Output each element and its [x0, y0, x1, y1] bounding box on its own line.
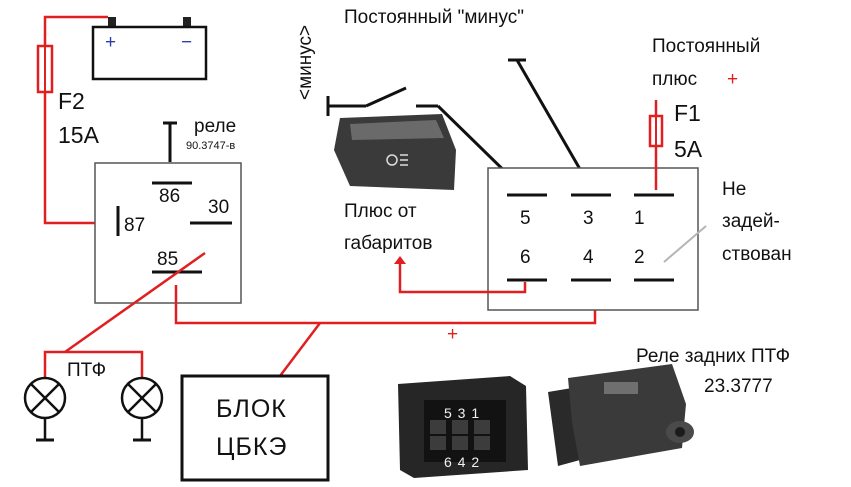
not-used-line3: ствован: [722, 244, 792, 265]
side-lights-wire: [394, 256, 527, 294]
switch-symbol: [326, 86, 438, 116]
f2-rating: 15А: [58, 122, 99, 148]
battery-plus-sign: +: [105, 32, 117, 53]
constant-plus-sign: +: [727, 69, 739, 90]
relay-pin-87: 87: [124, 215, 146, 236]
fog-switch-button: [334, 114, 456, 190]
relay-model: 90.3747-в: [186, 140, 236, 152]
constant-minus-label: Постоянный "минус": [344, 7, 525, 28]
constant-plus-line2: плюс: [652, 69, 698, 90]
connector-6pin: [487, 167, 699, 311]
minus-vertical-label: <минус>: [295, 24, 316, 100]
constant-plus-line1: Постоянный: [652, 36, 761, 57]
not-used-line1: Не: [722, 179, 747, 200]
connector-pin-3: 3: [583, 208, 594, 229]
relay-connector-photo: [398, 376, 528, 478]
connector-pin-2: 2: [634, 247, 645, 268]
rear-relay-model: 23.3777: [704, 376, 773, 397]
ptf-label: ПТФ: [67, 360, 107, 381]
f1-rating: 5А: [674, 136, 703, 162]
plus-from-line2: габаритов: [344, 233, 433, 254]
block-label-line1: БЛОК: [216, 395, 287, 423]
unused-pin-pointer: [663, 225, 707, 263]
photo-pins-top: 5 3 1: [444, 405, 481, 421]
battery: [91, 17, 208, 81]
f1-label: F1: [674, 100, 701, 126]
relay-pin-85: 85: [157, 249, 179, 270]
f1-fuse-wire: [648, 100, 664, 190]
plus-from-line1: Плюс от: [344, 201, 417, 222]
connector-pin-1: 1: [634, 208, 645, 229]
relay-label: реле: [194, 116, 237, 137]
bus-plus-sign: +: [447, 324, 459, 345]
block-cbke-frame: [180, 374, 330, 482]
not-used-line2: задей-: [722, 211, 780, 232]
battery-minus-sign: −: [181, 32, 193, 53]
connector-pin-6: 6: [520, 247, 531, 268]
lamp-right: [120, 376, 164, 442]
lamp-left: [23, 376, 67, 442]
connector-pin-5: 5: [520, 208, 531, 229]
rear-relay-title: Реле задних ПТФ: [636, 346, 791, 367]
f2-fuse-wire: [36, 15, 110, 225]
relay-pin-86: 86: [159, 186, 181, 207]
relay-pin-30: 30: [208, 197, 230, 218]
block-label-line2: ЦБКЭ: [216, 433, 288, 461]
f2-label: F2: [58, 88, 85, 114]
connector-pin-4: 4: [583, 247, 594, 268]
photo-pins-bottom: 6 4 2: [444, 454, 481, 470]
lamp-feed-wire: [43, 251, 206, 378]
relay-unit-photo: [548, 364, 694, 466]
